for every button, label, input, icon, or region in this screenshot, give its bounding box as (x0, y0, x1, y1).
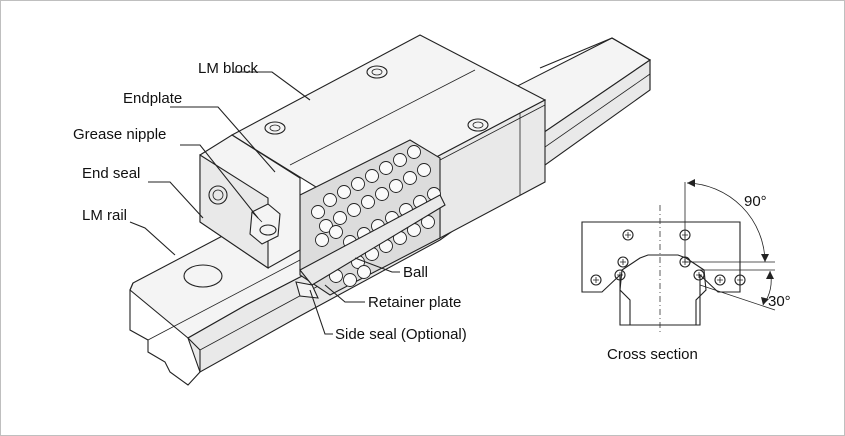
label-angle-90: 90° (744, 193, 767, 210)
leader-endplate (170, 106, 276, 173)
cross-section (581, 179, 776, 335)
leader-end-seal (148, 181, 204, 219)
leader-side-seal (309, 289, 333, 335)
label-side-seal: Side seal (Optional) (335, 326, 467, 343)
grease-nipple (249, 203, 281, 245)
rail-far-end (611, 37, 651, 90)
end-seal-port-inner (212, 189, 224, 201)
angle-arc-90 (686, 182, 766, 263)
arrow-30-b (761, 297, 769, 305)
block-hole-3-inner (472, 121, 484, 129)
rail-groove-line-2 (147, 259, 301, 341)
cross-section-30-line (699, 284, 776, 311)
label-retainer-plate: Retainer plate (368, 294, 461, 311)
label-angle-30: 30° (768, 293, 791, 310)
block-hole-2 (264, 121, 286, 135)
leader-ball (354, 257, 400, 273)
label-endplate: Endplate (123, 90, 182, 107)
block-hole-1 (366, 65, 388, 79)
block-hole-2-inner (269, 124, 281, 132)
rail-end-profile (129, 282, 201, 386)
label-end-seal: End seal (82, 165, 140, 182)
block-hole-3 (467, 118, 489, 132)
leader-retainer-plate (324, 284, 365, 303)
leader-grease-nipple (180, 144, 259, 219)
arrow-30-a (766, 271, 774, 279)
label-lm-rail: LM rail (82, 207, 127, 224)
arrow-90-b (761, 254, 769, 262)
rail-mounting-hole (183, 264, 223, 288)
block-top-ridge (289, 69, 476, 166)
cross-section-holes (590, 229, 746, 286)
label-lm-block: LM block (198, 60, 259, 77)
side-seal (295, 281, 319, 299)
leader-lm-rail (129, 221, 176, 256)
endplate-face (199, 154, 269, 270)
cross-section-block (581, 221, 741, 326)
label-cross-section: Cross section (607, 346, 698, 363)
arrow-90-a (687, 179, 695, 187)
leader-lm-block (232, 71, 311, 101)
block-hole-1-inner (371, 68, 383, 76)
end-seal-port (208, 185, 228, 205)
retainer-plate (299, 194, 446, 286)
block-side-line (439, 104, 546, 161)
label-ball: Ball (403, 264, 428, 281)
rail-far-top-edge (539, 37, 613, 69)
label-grease-nipple: Grease nipple (73, 126, 166, 143)
leader-lines (129, 71, 400, 335)
cross-section-rail (619, 254, 707, 325)
